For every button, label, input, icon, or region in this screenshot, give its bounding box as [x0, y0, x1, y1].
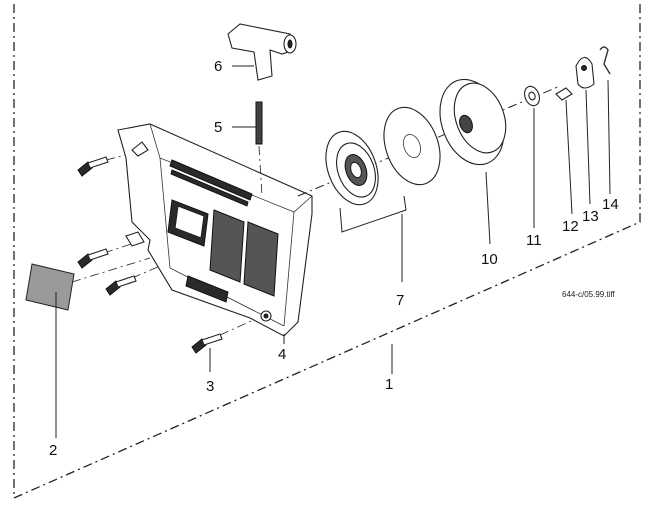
drawing-reference: 644-c/05.99.tiff: [562, 290, 616, 299]
label-11: 11: [526, 232, 542, 249]
label-6: 6: [214, 58, 222, 75]
driver-cam: [575, 56, 595, 205]
rope-pulley: [439, 78, 507, 245]
vent-slots-top: [169, 159, 253, 207]
screw-lower-left: [105, 265, 161, 296]
label-7: 7: [396, 292, 404, 309]
screw-bottom: [191, 317, 259, 354]
label-4: 4: [278, 346, 286, 363]
starter-handle: [227, 23, 297, 81]
fan-housing: [117, 123, 313, 337]
assembly-boundary: [13, 4, 641, 499]
label-12: 12: [562, 218, 579, 235]
label-2: 2: [49, 442, 57, 459]
spring-clip: [599, 46, 611, 195]
starter-rope: [255, 101, 263, 197]
label-plate: [25, 257, 151, 311]
intake-grille: [167, 199, 279, 303]
washer: [524, 85, 540, 228]
spring-cover-disc: [383, 106, 441, 186]
label-10: 10: [481, 251, 498, 268]
pawl: [555, 87, 573, 215]
label-14: 14: [602, 196, 619, 213]
spring-cassette: [325, 130, 379, 206]
label-3: 3: [206, 378, 214, 395]
screw-mid-left: [77, 242, 135, 269]
label-5: 5: [214, 119, 222, 136]
label-13: 13: [582, 208, 599, 225]
label-1: 1: [385, 376, 393, 393]
